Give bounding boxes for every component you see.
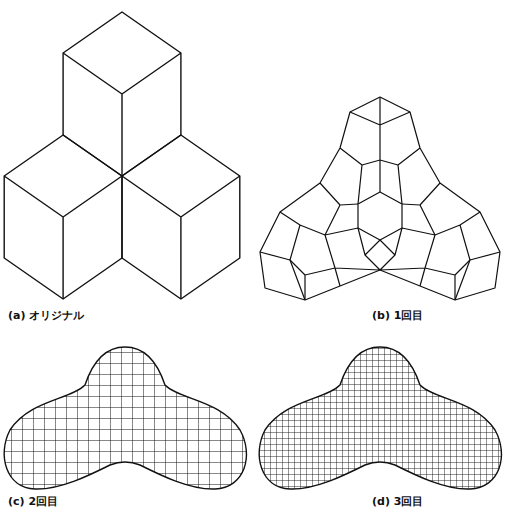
cube-edges: [4, 176, 122, 299]
mesh-edges: [260, 183, 380, 300]
mesh-grid: [255, 340, 507, 500]
mesh-edges: [340, 97, 420, 204]
cube-edges: [122, 176, 240, 299]
mesh-edges: [380, 183, 500, 300]
cube-outline: [4, 135, 122, 299]
panel-label: (d) 3回目: [370, 494, 425, 509]
mesh-outline: [260, 97, 500, 300]
mesh-face: [358, 192, 402, 240]
mesh-level-3: [255, 340, 507, 500]
panel-label: (b) 1回目: [370, 308, 425, 323]
mesh-edges: [290, 260, 470, 300]
cube-outline: [122, 135, 240, 299]
mesh-outline: [4, 347, 246, 489]
panel-label: (a) オリジナル: [6, 308, 86, 323]
panel-label: (c) 2回目: [6, 494, 60, 509]
mesh-outline: [259, 347, 501, 489]
cube-edges: [63, 53, 181, 176]
mesh-level-2: [0, 340, 255, 500]
cube-group: [4, 12, 240, 299]
mesh-grid: [0, 340, 255, 500]
mesh-level-1: [260, 97, 500, 300]
cube-outline: [63, 12, 181, 176]
